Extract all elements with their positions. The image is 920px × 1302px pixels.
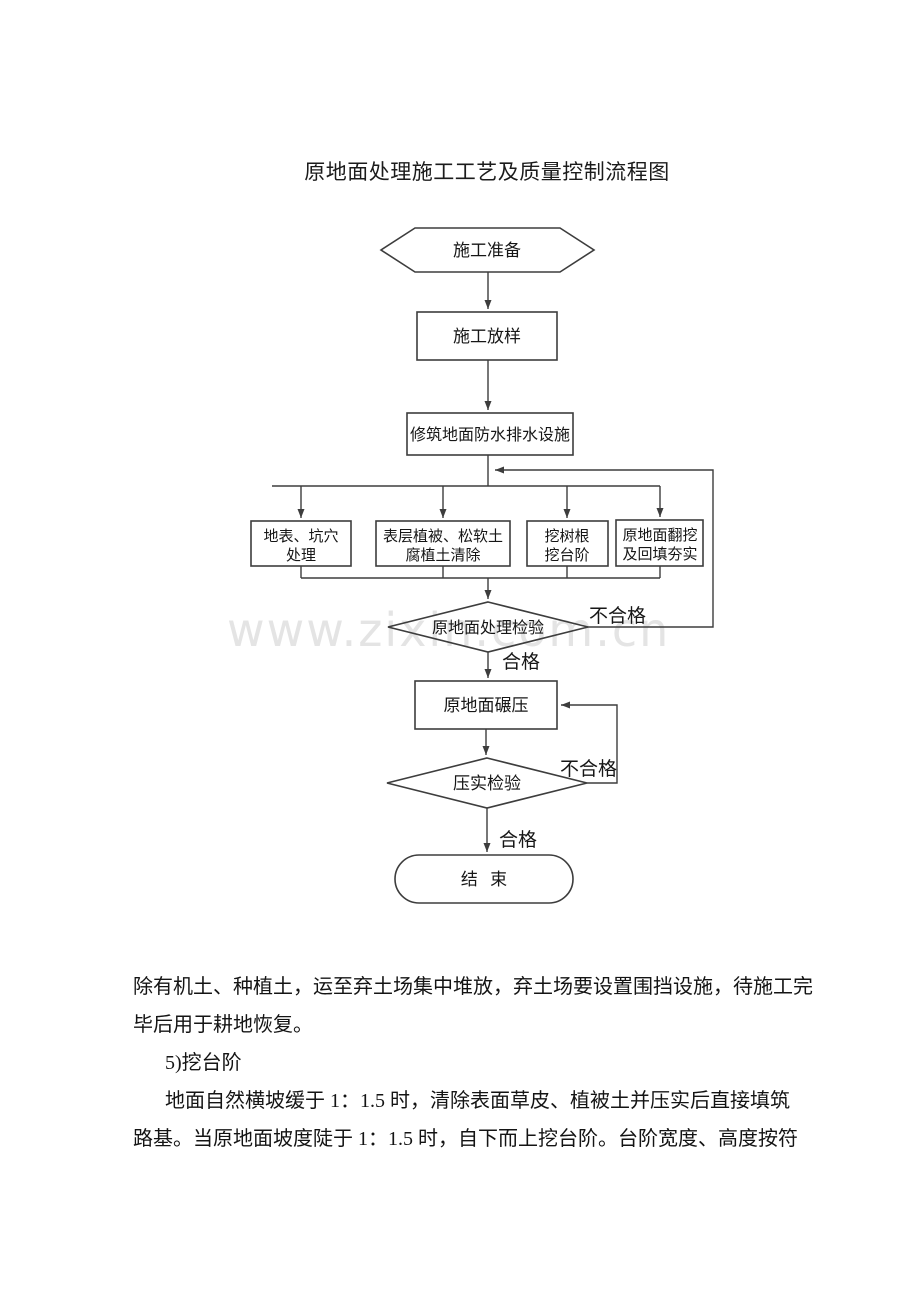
tree-root-label-line2: 挖台阶 xyxy=(544,547,589,564)
vegetation-clear-label-line2: 腐植土清除 xyxy=(405,546,480,564)
start-hexagon xyxy=(379,227,596,273)
tree-root-label-line1: 挖树根 xyxy=(544,528,589,545)
body-line: 路基。当原地面坡度陡于 1：1.5 时，自下而上挖台阶。台阶宽度、高度按符 xyxy=(133,1128,798,1150)
connector-fail1-feedback xyxy=(495,466,714,628)
body-line: 地面自然横坡缓于 1：1.5 时，清除表面草皮、植被土并压实后直接填筑 xyxy=(165,1090,790,1112)
body-line: 毕后用于耕地恢复。 xyxy=(133,1014,313,1036)
pass2-label: 合格 xyxy=(499,829,537,851)
re-excavate-label-line1: 原地面翻挖 xyxy=(622,527,697,544)
fail1-label: 不合格 xyxy=(589,605,646,627)
check1-label: 原地面处理检验 xyxy=(432,619,544,637)
drainage-label: 修筑地面防水排水设施 xyxy=(410,426,570,444)
connector-fail2-loop xyxy=(561,701,618,784)
vegetation-clear-label-line1: 表层植被、松软土 xyxy=(383,528,503,545)
re-excavate-label-line2: 及回填夯实 xyxy=(622,546,697,563)
body-line: 除有机土、种植土，运至弃土场集中堆放，弃土场要设置围挡设施，待施工完 xyxy=(133,976,813,998)
flowchart-diagram: 施工准备 施工放样 修筑地面防水排水设施 地表、坑穴 处理 表层植被、松软土 腐… xyxy=(250,227,714,904)
page-title: 原地面处理施工工艺及质量控制流程图 xyxy=(304,160,670,184)
body-line: 5)挖台阶 xyxy=(165,1052,242,1074)
check2-label: 压实检验 xyxy=(453,774,521,793)
rolling-label: 原地面碾压 xyxy=(444,696,529,715)
body-paragraphs: 除有机土、种植土，运至弃土场集中堆放，弃土场要设置围挡设施，待施工完 毕后用于耕… xyxy=(133,968,813,1158)
start-label: 施工准备 xyxy=(453,241,521,260)
pass1-label: 合格 xyxy=(502,651,540,673)
layout-label: 施工放样 xyxy=(453,327,521,346)
end-terminator xyxy=(394,854,574,904)
surface-pit-label-line1: 地表、坑穴 xyxy=(263,528,338,545)
surface-pit-label-line2: 处理 xyxy=(286,547,316,564)
fail2-label: 不合格 xyxy=(560,758,617,780)
end-label: 结 束 xyxy=(461,870,511,889)
layout-box xyxy=(416,311,558,361)
drainage-box xyxy=(406,412,574,456)
